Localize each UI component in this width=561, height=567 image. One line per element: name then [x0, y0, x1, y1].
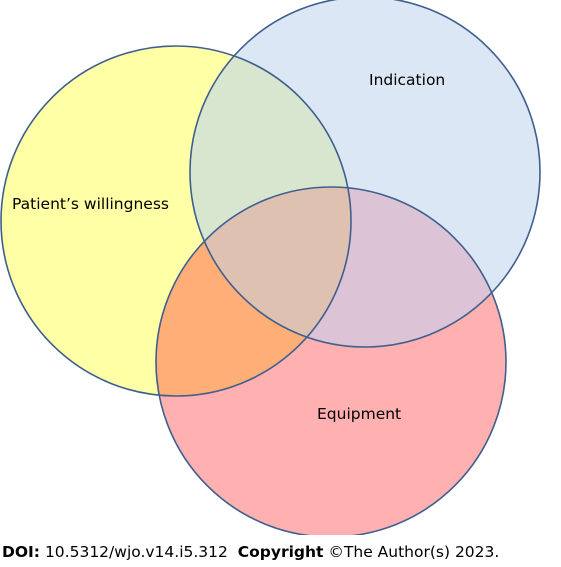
- venn-diagram: Patient’s willingness Indication Equipme…: [0, 0, 541, 535]
- indication-outline: [189, 0, 541, 348]
- willingness-label: Patient’s willingness: [12, 195, 169, 213]
- doi-label: DOI:: [2, 543, 41, 561]
- citation-footer: DOI: 10.5312/wjo.v14.i5.312 Copyright ©T…: [2, 540, 561, 564]
- copyright-value: ©The Author(s) 2023.: [323, 543, 500, 561]
- indication-label: Indication: [369, 71, 445, 89]
- doi-value: 10.5312/wjo.v14.i5.312: [40, 543, 228, 561]
- equipment-outline: [155, 186, 507, 535]
- equipment-label: Equipment: [317, 405, 401, 423]
- all-three-overlap: [190, 187, 351, 347]
- copyright-label: Copyright: [237, 543, 324, 561]
- willingness-outline: [0, 45, 352, 397]
